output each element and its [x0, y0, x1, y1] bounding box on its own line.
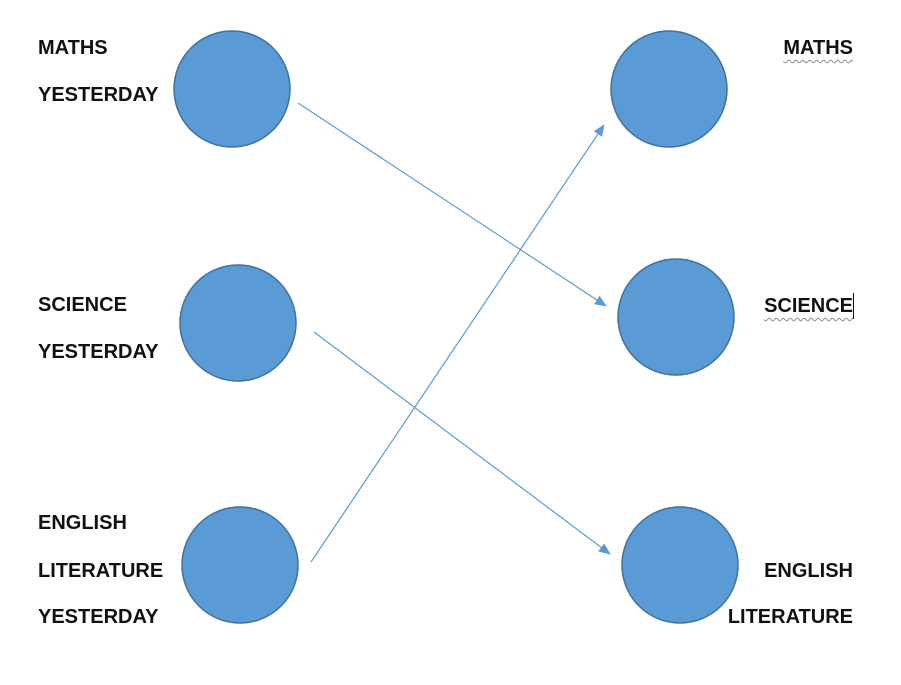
label-literature: LITERATURE [38, 560, 164, 582]
label-yesterday: YESTERDAY [38, 606, 159, 628]
label-yesterday: YESTERDAY [38, 84, 159, 106]
text-cursor [853, 293, 854, 319]
label-maths: MATHS [783, 37, 853, 59]
label-yesterday: YESTERDAY [38, 341, 159, 363]
node-maths-yesterday [173, 30, 291, 148]
label-science: SCIENCE [38, 294, 127, 316]
node-science [617, 258, 735, 376]
arrow-english-literature-yesterday-to-maths [310, 124, 605, 563]
arrow-maths-yesterday-to-science [297, 102, 607, 307]
node-maths [610, 30, 728, 148]
arrow-science-yesterday-to-english-literature [313, 331, 611, 555]
node-english-literature [621, 506, 739, 624]
label-maths: MATHS [38, 37, 108, 59]
label-english: ENGLISH [764, 560, 853, 582]
label-english: ENGLISH [38, 512, 127, 534]
node-english-literature-yesterday [181, 506, 299, 624]
label-science: SCIENCE [764, 295, 853, 317]
node-science-yesterday [179, 264, 297, 382]
label-literature: LITERATURE [727, 606, 853, 628]
